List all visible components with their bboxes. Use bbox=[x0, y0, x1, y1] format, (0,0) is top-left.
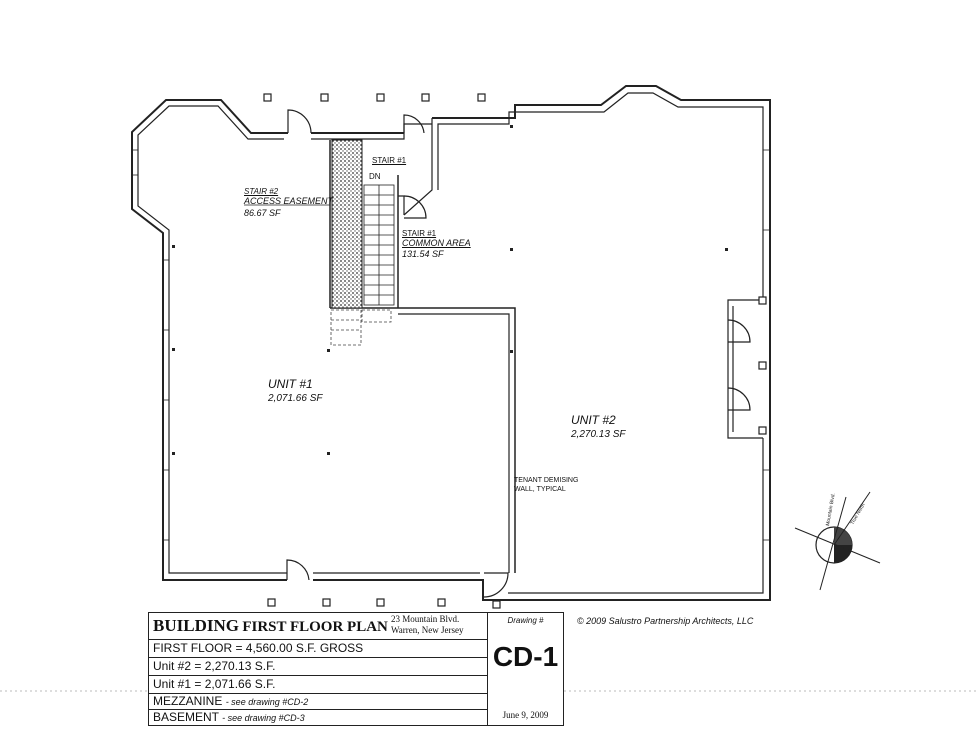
column-markers bbox=[172, 125, 728, 455]
unit1-row: Unit #1 = 2,071.66 S.F. bbox=[149, 676, 487, 694]
tenant-wall-note-1: TENANT DEMISING bbox=[514, 477, 579, 484]
drawing-number-box: Drawing # CD-1 June 9, 2009 bbox=[487, 613, 564, 725]
door-swings bbox=[286, 109, 751, 598]
tenant-wall-note-2: WALL, TYPICAL bbox=[514, 486, 566, 493]
unit1-name: UNIT #1 bbox=[268, 377, 313, 391]
title-row: BUILDING FIRST FLOOR PLAN 23 Mountain Bl… bbox=[149, 613, 487, 640]
unit2-row: Unit #2 = 2,270.13 S.F. bbox=[149, 658, 487, 676]
stair1-title: STAIR #1 bbox=[372, 156, 407, 165]
window-marks bbox=[132, 149, 770, 541]
stair2-title: STAIR #2 bbox=[244, 187, 279, 196]
unit2-area: 2,270.13 SF bbox=[571, 429, 626, 440]
drawing-label: Drawing # bbox=[507, 616, 544, 625]
drawing-number: CD-1 bbox=[492, 641, 559, 672]
dn-label: DN bbox=[369, 172, 381, 181]
title-address-1: 23 Mountain Blvd. bbox=[391, 614, 460, 624]
stair2-area: 86.67 SF bbox=[244, 208, 281, 218]
north-arrow bbox=[794, 491, 881, 591]
title-block: BUILDING FIRST FLOOR PLAN 23 Mountain Bl… bbox=[148, 612, 564, 726]
pier-squares bbox=[263, 93, 767, 609]
basement-row: BASEMENT - see drawing #CD-3 bbox=[153, 710, 305, 724]
title-address-2: Warren, New Jersey bbox=[391, 625, 464, 635]
mezzanine-row: MEZZANINE - see drawing #CD-2 bbox=[149, 694, 487, 710]
copyright: © 2009 Salustro Partnership Architects, … bbox=[577, 616, 754, 626]
title-building: BUILDING bbox=[153, 616, 239, 635]
stair2-easement bbox=[331, 139, 363, 309]
first-floor-row: FIRST FLOOR = 4,560.00 S.F. GROSS bbox=[149, 640, 487, 658]
exterior-walls bbox=[131, 85, 771, 601]
north-arrow-label-2: True North bbox=[850, 502, 867, 526]
stair1-treads bbox=[363, 184, 395, 306]
north-arrow-label-1: Mountain Blvd. bbox=[825, 493, 837, 527]
entry-steps bbox=[330, 309, 392, 346]
stair1-common-title: STAIR #1 bbox=[402, 229, 437, 238]
stair2-sub: ACCESS EASEMENT bbox=[244, 196, 334, 206]
unit1-area: 2,071.66 SF bbox=[268, 393, 323, 404]
title-plan: FIRST FLOOR PLAN bbox=[242, 619, 388, 635]
drawing-date: June 9, 2009 bbox=[502, 710, 549, 720]
stair1-common-sub: COMMON AREA bbox=[402, 238, 471, 248]
stair1-common-area: 131.54 SF bbox=[402, 249, 444, 259]
interior-walls bbox=[329, 140, 516, 573]
unit2-name: UNIT #2 bbox=[571, 413, 616, 427]
